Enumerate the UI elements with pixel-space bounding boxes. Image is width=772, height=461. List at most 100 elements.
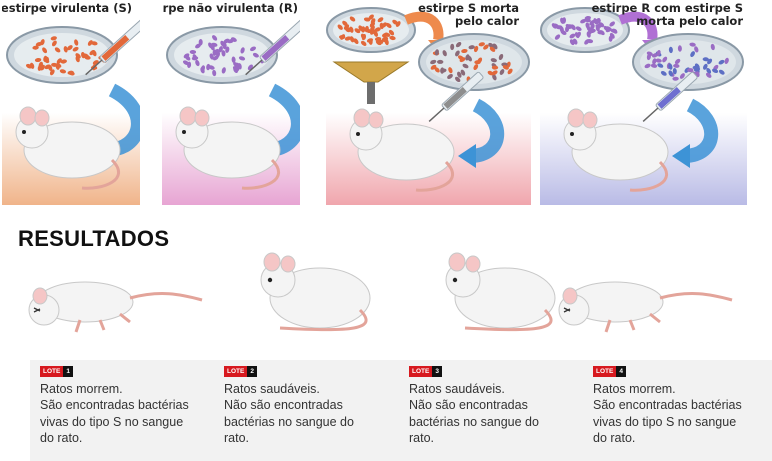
bacterium [373,30,379,37]
bacterium [712,68,719,74]
bacterium [561,17,567,24]
healthy-mouse-illustration [445,252,556,332]
bacterium [213,48,220,55]
bacterium [585,22,590,29]
bacterium [705,72,712,78]
bacterium [51,40,57,47]
bacterium [595,19,601,25]
desc-line: do rato. [40,430,83,445]
lote-number: 3 [432,366,442,377]
desc-line: Ratos saudáveis. [409,382,505,396]
bacterium [702,57,709,62]
bacterium [461,48,468,54]
bacterium [462,63,469,69]
desc-line: Ratos saudáveis. [224,382,320,396]
bacterium [29,62,35,69]
bacterium [344,36,352,41]
bacterium [225,46,230,53]
bacterium [187,61,192,68]
bacterium [208,42,213,49]
result-mouse-1 [20,250,210,360]
bacterium [67,45,73,51]
bacterium [706,67,712,74]
bacterium [230,37,237,42]
bacterium [488,42,494,48]
bacterium [455,41,462,48]
experiment-panel-2: estirpe não virulenta (R) [162,0,300,205]
bacterium [672,76,679,81]
bacterium [487,70,494,76]
bacterium [185,55,191,61]
results-info-strip [30,360,772,461]
bacterium [231,56,236,63]
mouse [15,106,121,190]
transfer-arrow [618,11,658,41]
bacterium [386,22,392,29]
bacterium [553,23,560,29]
desc-line: São encontradas bactérias [593,398,742,413]
bacterium [68,71,75,76]
bacterium [55,63,62,68]
bacterium [599,30,605,36]
bacterium [455,76,461,83]
bacterium [63,46,68,53]
result-mouse-2 [230,250,420,360]
mouse [563,108,669,192]
bacterium [580,18,587,24]
lote-badge-3: LOTE 3 [409,366,442,377]
petri-dish-source [326,7,416,53]
bacterium [604,26,611,31]
bacterium [572,38,578,45]
bacterium [492,74,497,81]
petri-dish [6,26,118,84]
desc-line: bactérias no sangue do [224,414,354,429]
desc-line: rato. [409,430,435,445]
bacterium [707,58,713,65]
bacterium [87,40,93,46]
lote-badge-1: LOTE 1 [40,366,73,377]
bacterium [388,29,395,36]
bacterium [49,69,55,76]
bacterium [374,36,382,42]
bacterium [677,45,682,52]
bacterium [221,67,226,74]
bacterium [718,69,725,75]
bacterium [502,65,509,70]
bacterium [40,39,45,46]
bacterium [478,42,485,47]
bacterium [56,58,62,64]
desc-line: vivas do tipo S no sangue [593,414,737,429]
bacterium [368,14,374,20]
bacterium [650,63,658,68]
bacterium [694,46,699,53]
panel-label: estirpe S morta pelo calor [418,1,519,28]
bacterium [483,44,489,50]
experiment-panel-4: estirpe R com estirpe S morta pelo calor [540,0,747,205]
result-description-3: Ratos saudáveis. Não são encontradas bac… [409,381,579,446]
petri-dish-source [540,7,630,53]
bacterium [498,53,504,61]
healthy-mouse-illustration [260,252,371,332]
injection-arrow [470,98,505,163]
bacterium [644,63,651,69]
bacterium [374,27,381,32]
bacterium [657,63,664,68]
bacterium [447,74,453,79]
bacterium [576,31,581,38]
bacterium [72,46,79,52]
result-description-1: Ratos morrem. São encontradas bactérias … [40,381,210,446]
bacterium [668,70,673,77]
bacterium [468,45,475,50]
bacterium [206,63,211,71]
panel-label: estirpe virulenta (S) [2,1,132,15]
bacterium [92,50,97,57]
petri-dish [166,26,278,84]
mouse [175,106,281,190]
bacterium [559,26,564,33]
bacterium [343,24,350,30]
bacterium [491,65,499,70]
bacterium [252,52,259,58]
bacterium [586,31,591,38]
bacterium [507,68,513,75]
bacterium [450,43,455,51]
